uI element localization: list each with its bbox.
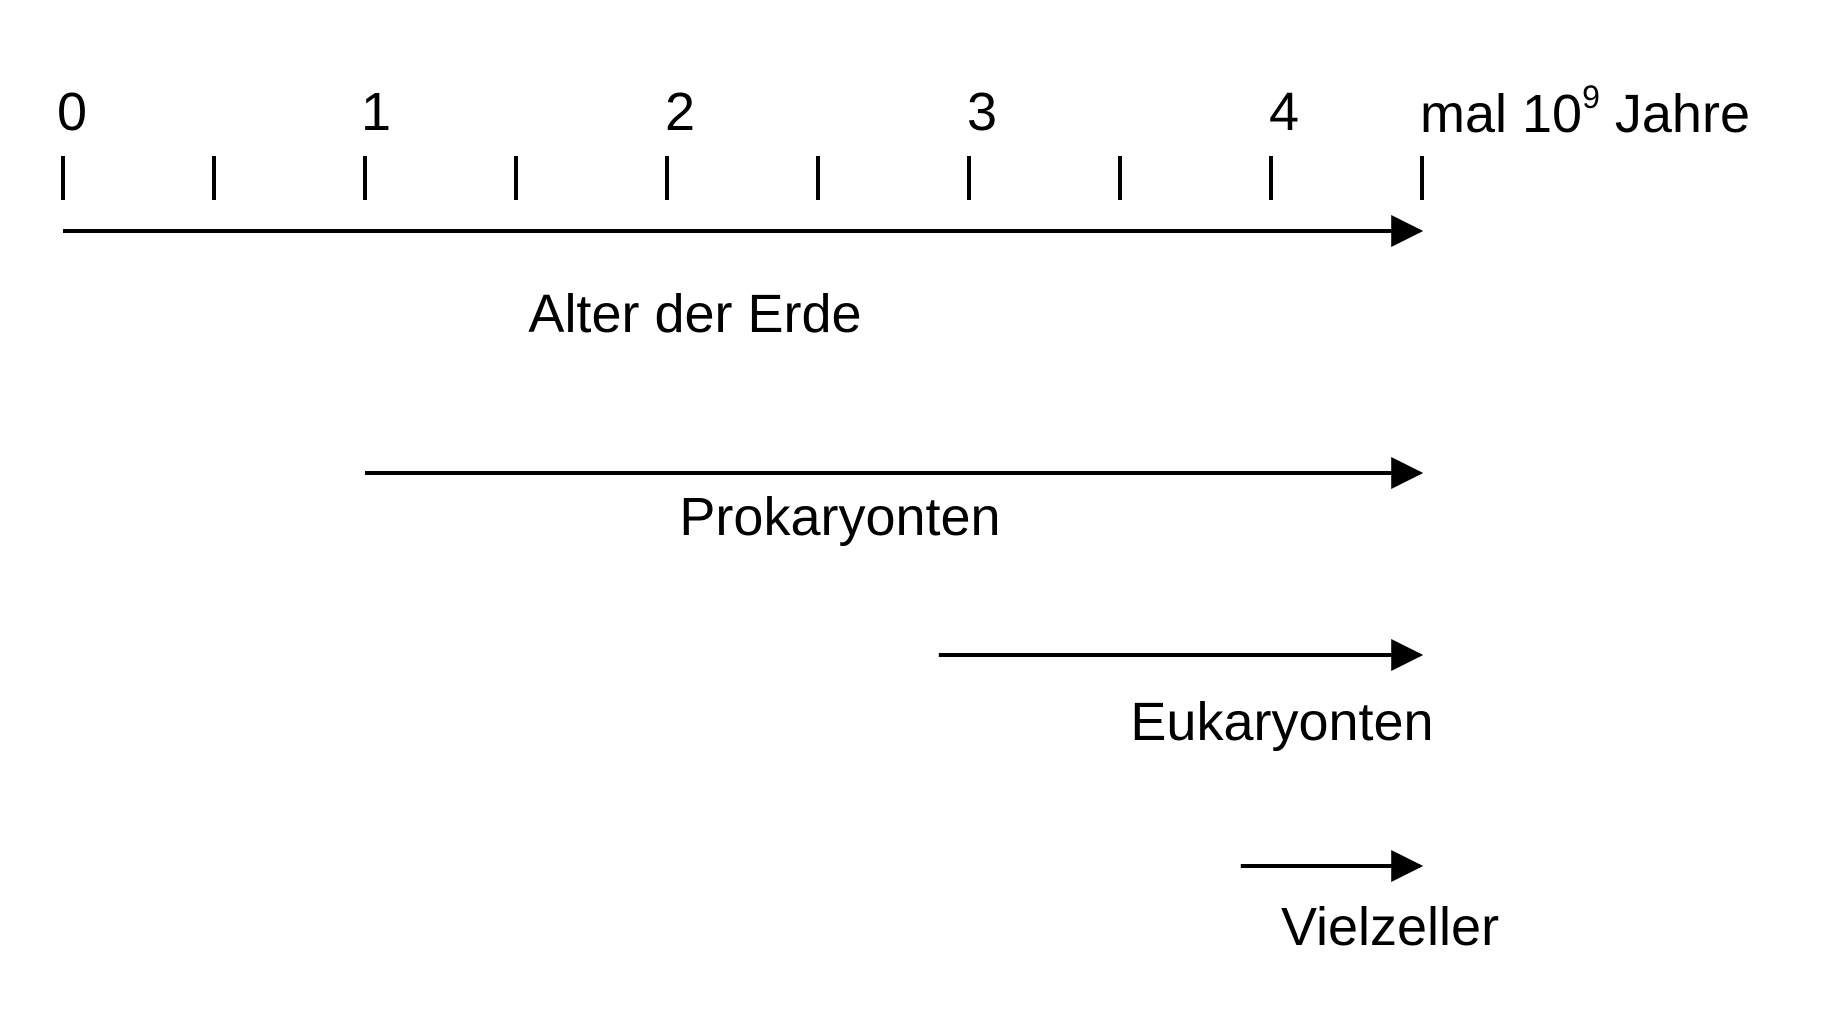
axis-unit-suffix: Jahre (1600, 84, 1750, 144)
tick-label-1: 1 (361, 82, 391, 142)
timeline-arrows (63, 215, 1424, 882)
timeline-labels: Alter der Erde Prokaryonten Eukaryonten … (528, 284, 1499, 957)
tick-label-4: 4 (1269, 82, 1299, 142)
axis-unit-label: mal 109 Jahre (1420, 79, 1750, 144)
tick-label-0: 0 (57, 82, 87, 142)
tick-label-3: 3 (967, 82, 997, 142)
axis-ticks (61, 156, 1424, 200)
axis-unit-exponent: 9 (1582, 79, 1600, 115)
tick-label-2: 2 (665, 82, 695, 142)
label-eukaryonten: Eukaryonten (1130, 692, 1433, 752)
axis-unit-prefix: mal 10 (1420, 84, 1582, 144)
label-prokaryonten: Prokaryonten (679, 487, 1000, 547)
axis-tick-labels: 0 1 2 3 4 (57, 82, 1299, 142)
label-alter-der-erde: Alter der Erde (528, 284, 861, 344)
label-vielzeller: Vielzeller (1281, 897, 1499, 957)
